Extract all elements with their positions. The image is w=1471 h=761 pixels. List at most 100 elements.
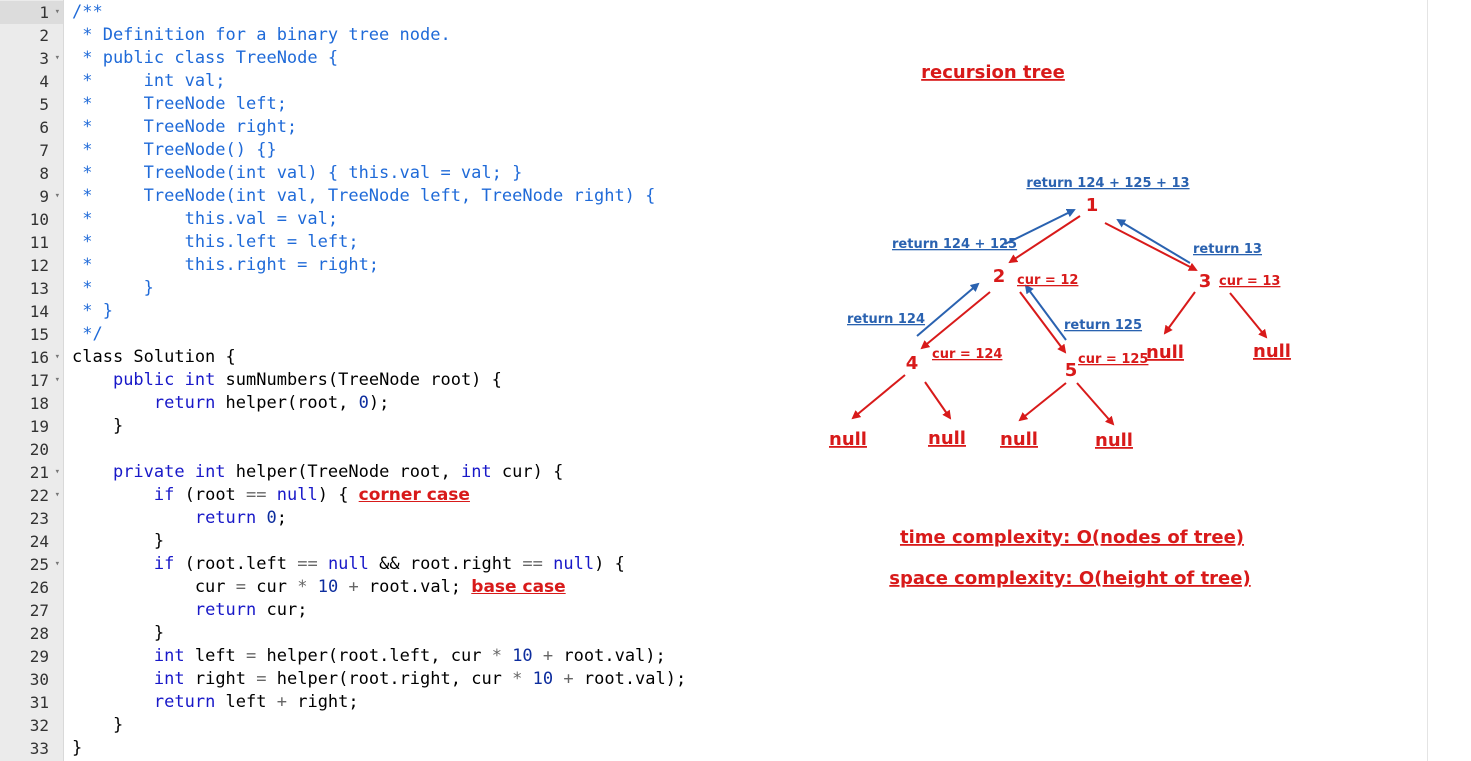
line-number-text: 24	[29, 532, 49, 551]
line-number: 25 ▾	[0, 553, 63, 576]
line-number-text: 28	[29, 624, 49, 643]
fold-toggle-icon[interactable]: ▾	[54, 467, 60, 477]
code-line[interactable]: * this.right = right;	[72, 254, 379, 277]
code-line[interactable]: return left + right;	[72, 691, 359, 714]
code-line[interactable]: * this.val = val;	[72, 208, 338, 231]
fold-toggle-icon[interactable]: ▾	[54, 53, 60, 63]
code-line[interactable]: * int val;	[72, 70, 225, 93]
code-token: helper(root.left, cur	[256, 646, 492, 666]
line-number-text: 14	[29, 302, 49, 321]
code-line[interactable]: /**	[72, 1, 103, 24]
code-token: && root.right	[368, 554, 523, 574]
line-number-text: 30	[29, 670, 49, 689]
code-token: root.val;	[358, 577, 472, 597]
line-number: 30	[0, 668, 63, 691]
code-line[interactable]: }	[72, 622, 164, 645]
code-token: class Solution {	[72, 347, 236, 367]
code-line[interactable]: * TreeNode(int val, TreeNode left, TreeN…	[72, 185, 655, 208]
code-token: +	[276, 692, 287, 712]
diagram-title: recursion tree	[921, 62, 1065, 83]
code-token: *	[491, 646, 502, 666]
line-number-text: 33	[29, 739, 49, 758]
code-line[interactable]: }	[72, 714, 123, 737]
code-token: private int	[112, 462, 226, 482]
code-token: sumNumbers(TreeNode root) {	[215, 370, 502, 390]
code-token: +	[542, 646, 554, 666]
code-line[interactable]: * TreeNode(int val) { this.val = val; }	[72, 162, 522, 185]
code-line[interactable]: if (root == null) { corner case	[72, 484, 470, 507]
fold-toggle-icon[interactable]: ▾	[54, 375, 60, 385]
cur-label-node-4: cur = 124	[932, 347, 1002, 362]
null-leaf: null	[829, 429, 867, 450]
call-arrow-1-2	[1008, 215, 1081, 264]
code-line[interactable]: * }	[72, 300, 113, 323]
cur-label-node-2: cur = 12	[1017, 273, 1078, 288]
code-line[interactable]: * TreeNode left;	[72, 93, 287, 116]
line-number: 27	[0, 599, 63, 622]
code-line[interactable]: * Definition for a binary tree node.	[72, 24, 450, 47]
space-complexity-note: space complexity: O(height of tree)	[889, 568, 1250, 589]
line-number: 5	[0, 93, 63, 116]
line-number: 15	[0, 323, 63, 346]
code-line[interactable]: }	[72, 530, 164, 553]
code-line[interactable]: */	[72, 323, 102, 346]
code-token: left	[215, 692, 277, 712]
code-line[interactable]: return helper(root, 0);	[72, 392, 389, 415]
code-line[interactable]: int left = helper(root.left, cur * 10 + …	[72, 645, 666, 668]
code-line[interactable]: cur = cur * 10 + root.val; base case	[72, 576, 566, 599]
fold-toggle-icon[interactable]: ▾	[54, 490, 60, 500]
line-number-text: 25	[29, 555, 49, 574]
code-token: null	[276, 485, 318, 505]
code-line[interactable]: return 0;	[72, 507, 287, 530]
line-number-text: 20	[29, 440, 49, 459]
line-number-text: 16	[29, 348, 49, 367]
code-token: ) {	[317, 485, 359, 505]
code-line[interactable]: class Solution {	[72, 346, 236, 369]
code-line[interactable]: int right = helper(root.right, cur * 10 …	[72, 668, 686, 691]
code-line[interactable]: }	[72, 737, 82, 760]
code-line[interactable]: * public class TreeNode {	[72, 47, 338, 70]
code-token: return	[153, 393, 216, 413]
code-token: helper(root,	[215, 393, 359, 413]
line-number: 24	[0, 530, 63, 553]
line-number-text: 27	[29, 601, 49, 620]
code-line[interactable]: }	[72, 415, 123, 438]
code-line[interactable]: * TreeNode right;	[72, 116, 297, 139]
line-number: 29	[0, 645, 63, 668]
line-number-text: 4	[39, 72, 49, 91]
line-number-text: 8	[39, 164, 49, 183]
code-line[interactable]: * this.left = left;	[72, 231, 358, 254]
code-token: cur) {	[491, 462, 564, 482]
call-arrow-4-null	[924, 381, 952, 420]
code-line[interactable]: private int helper(TreeNode root, int cu…	[72, 461, 563, 484]
call-arrow-3-null	[1229, 292, 1268, 339]
line-number: 1▾	[0, 1, 63, 24]
code-line[interactable]: * TreeNode() {}	[72, 139, 276, 162]
line-number: 19	[0, 415, 63, 438]
cur-label-node-3: cur = 13	[1219, 274, 1280, 289]
code-line[interactable]: return cur;	[72, 599, 308, 622]
return-label-node-4: return 124	[847, 312, 925, 327]
line-number: 13	[0, 277, 63, 300]
code-token: right	[184, 669, 257, 689]
line-number: 26	[0, 576, 63, 599]
call-arrow-4-null	[851, 374, 906, 420]
code-token: }	[72, 738, 83, 758]
code-token: 10	[512, 646, 533, 666]
code-token: *	[512, 669, 523, 689]
fold-toggle-icon[interactable]: ▾	[54, 191, 60, 201]
fold-toggle-icon[interactable]: ▾	[54, 352, 60, 362]
code-token: public int	[112, 370, 216, 390]
fold-toggle-icon[interactable]: ▾	[54, 559, 60, 569]
line-number: 21▾	[0, 461, 63, 484]
tree-node-3: 3	[1199, 271, 1212, 292]
code-token: * this.val = val;	[72, 209, 339, 229]
code-line[interactable]: if (root.left == null && root.right == n…	[72, 553, 625, 576]
code-token: =	[256, 669, 267, 689]
fold-toggle-icon[interactable]: ▾	[54, 7, 60, 17]
code-line[interactable]: public int sumNumbers(TreeNode root) {	[72, 369, 502, 392]
call-arrow-2-5	[1019, 291, 1067, 354]
code-line[interactable]: * }	[72, 277, 154, 300]
code-token: 0	[358, 393, 369, 413]
